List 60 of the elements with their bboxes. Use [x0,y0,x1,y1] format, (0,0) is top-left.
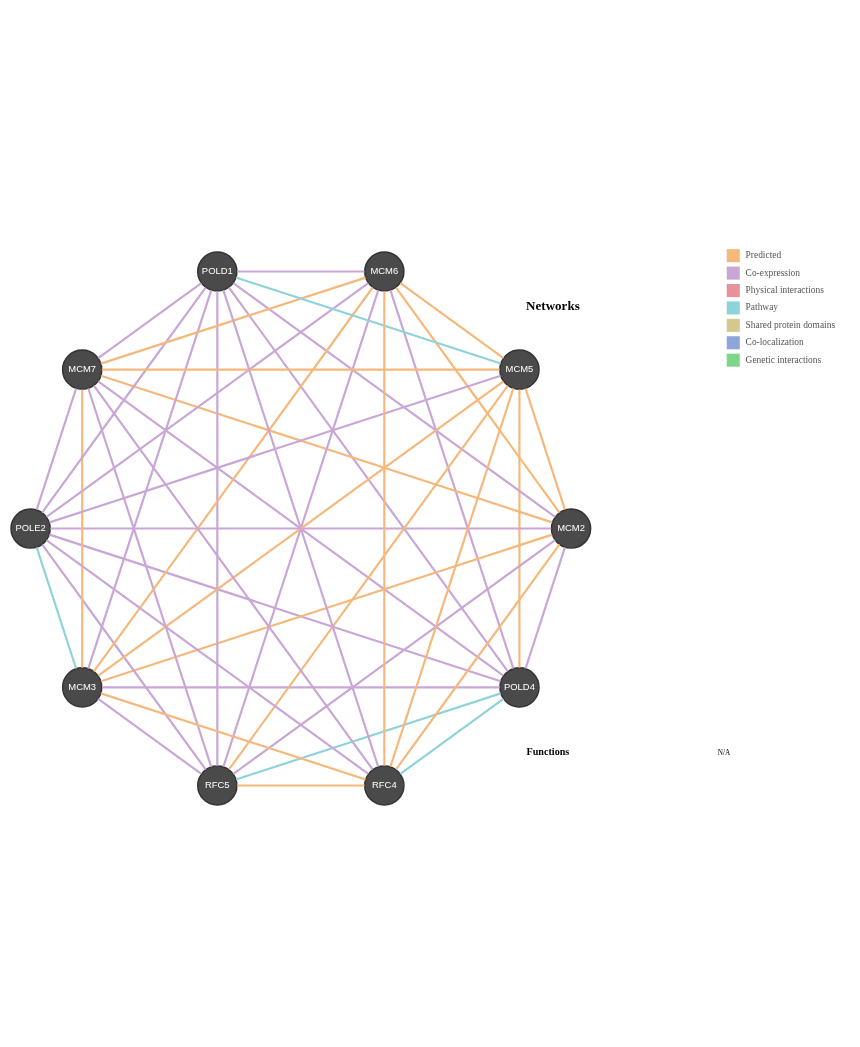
node-circle: RFC5 [197,765,238,806]
legend-label: Co-expression [745,267,801,278]
connector [49,533,501,683]
connector [87,388,213,768]
connector [518,389,521,668]
connector [97,698,202,775]
connector [383,291,386,766]
connector [35,547,78,669]
connector [237,784,365,787]
label: Networks [526,298,580,314]
connector [101,368,500,371]
label: Functions [526,745,570,757]
legend-label: Shared protein domains [745,319,836,330]
connector [395,286,561,514]
connector [100,374,553,524]
node-circle: POLD4 [499,667,540,708]
connector [389,388,515,767]
connector [235,692,502,781]
connector [45,282,369,518]
connector [524,388,566,510]
node-circle: MCM7 [61,349,103,390]
legend-label: Genetic interactions [745,354,822,365]
connector [49,374,501,524]
connector [389,290,515,669]
node-circle: MCM6 [364,251,405,292]
connector [97,282,202,359]
legend-label: Pathway [745,302,779,313]
connector [216,291,219,766]
connector [41,543,207,771]
connector [399,282,505,359]
connector [237,270,365,273]
connector [399,698,505,775]
connector [100,276,366,365]
connector [228,286,509,672]
connector [41,286,207,514]
connector [232,282,556,518]
connector [102,686,500,689]
node-circle: RFC4 [364,765,405,806]
connector [100,533,553,683]
connector [92,286,374,672]
node-circle: MCM3 [61,667,103,708]
connector [35,388,78,510]
connector [524,547,566,669]
connector [92,385,374,771]
node-circle: MCM5 [499,349,540,390]
connector [87,290,213,669]
connector [228,385,509,771]
legend-label: Physical interactions [745,284,824,295]
connector [232,539,556,775]
connector [100,692,366,781]
connector [235,276,502,365]
legend-label: Predicted [745,250,782,261]
connector [395,543,561,771]
legend-label: Co-localization [745,337,804,348]
node-circle: POLE2 [10,508,51,549]
connector [45,539,369,775]
connector [50,527,552,530]
connector [81,389,84,668]
node-circle: POLD1 [197,251,238,292]
node-circle: MCM2 [550,508,592,549]
